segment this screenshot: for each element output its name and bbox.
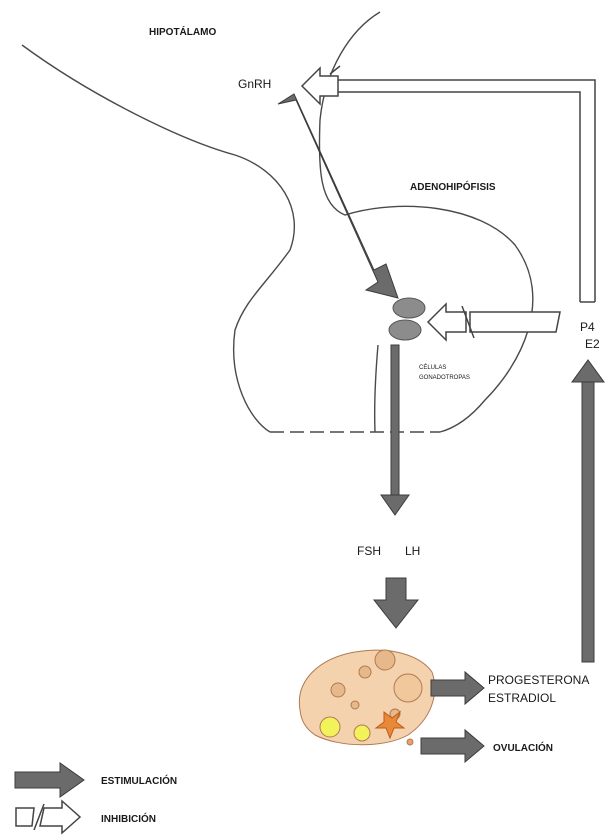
follicle-1 <box>375 650 395 670</box>
gonadotrope-cell-upper <box>393 298 425 318</box>
hypothalamus-outline <box>22 45 294 432</box>
estradiol-label: ESTRADIOL <box>488 691 556 705</box>
legend <box>15 763 84 833</box>
pituitary-to-gonadotropins-arrow <box>381 345 409 515</box>
legend-inhibition-label: INHIBICIÓN <box>101 812 156 825</box>
steroid-output-arrow <box>431 672 484 704</box>
corpus-luteum-2 <box>354 725 370 741</box>
follicle-5 <box>351 701 359 709</box>
stalk-line <box>375 345 378 432</box>
corpus-luteum-1 <box>320 717 340 737</box>
gonadotrope-cells <box>389 298 425 340</box>
gnrh-stimulation-arrow <box>278 94 398 298</box>
adenohypophysis-label: ADENOHIPÓFISIS <box>410 180 496 193</box>
ovary-to-feedback-arrow <box>572 360 604 662</box>
brain-outline <box>22 12 533 432</box>
ovary-illustration <box>299 650 434 745</box>
follicle-3 <box>394 674 422 702</box>
p4-label: P4 <box>580 320 595 334</box>
gonadotrope-cells-label-line1: CÉLULAS <box>419 364 446 371</box>
hypothalamus-label: HIPOTÁLAMO <box>149 25 216 38</box>
cells-inhibition-arrow <box>428 304 560 340</box>
released-oocyte <box>407 739 413 745</box>
legend-stimulation-arrow <box>15 763 84 797</box>
fsh-label: FSH <box>357 544 381 558</box>
follicle-2 <box>359 666 371 678</box>
gonadotropins-to-ovary-arrow <box>374 578 418 628</box>
gnrh-label: GnRH <box>238 77 271 91</box>
ovulation-label: OVULACIÓN <box>493 741 553 754</box>
follicle-4 <box>331 683 345 697</box>
gnrh-inhibition-arrow <box>302 66 340 104</box>
lh-label: LH <box>405 544 420 558</box>
gonadotrope-cell-lower <box>389 320 421 340</box>
feedback-line-inner <box>335 92 580 302</box>
gonadotrope-cells-label-line2: GONADOTROPAS <box>419 375 470 381</box>
progesterone-label: PROGESTERONA <box>488 673 589 687</box>
legend-stimulation-label: ESTIMULACIÓN <box>101 774 177 787</box>
e2-label: E2 <box>585 337 600 351</box>
ovulation-output-arrow <box>421 730 484 762</box>
legend-inhibition-arrow <box>16 801 80 833</box>
